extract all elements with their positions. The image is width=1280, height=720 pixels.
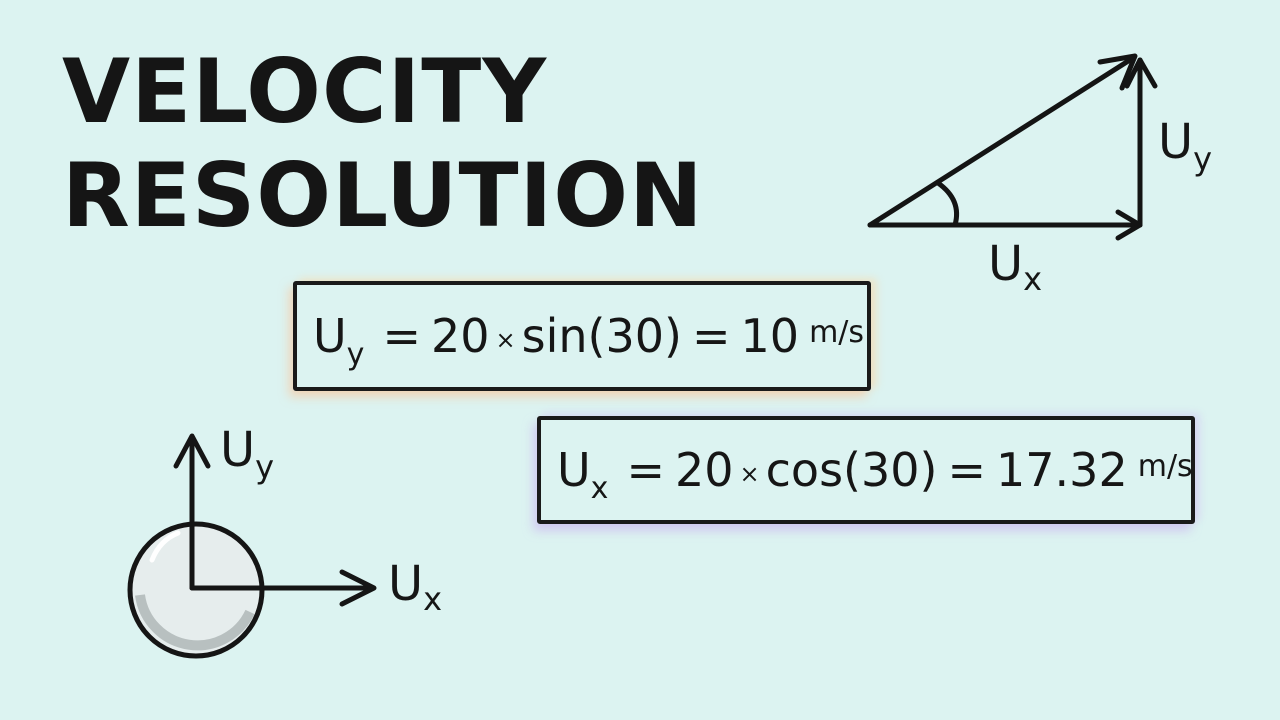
- eq-coefficient: 20: [674, 443, 734, 497]
- eq-equals-2: =: [691, 309, 731, 363]
- ux-arrowhead: [339, 569, 377, 607]
- ball-highlight: [149, 530, 181, 563]
- hypotenuse-arrowhead: [1097, 53, 1138, 91]
- eq-times: ×: [739, 460, 760, 488]
- ball-uy-label: Uy: [220, 422, 274, 486]
- eq-subscript: y: [346, 337, 365, 372]
- eq-symbol: U: [313, 309, 347, 363]
- eq-result: 10: [740, 309, 800, 363]
- ball-shading: [135, 594, 255, 651]
- eq-unit: m/s: [1137, 449, 1193, 484]
- uy-arrowhead: [173, 433, 211, 469]
- triangle-uy-label: Uy: [1158, 114, 1212, 178]
- triangle-ux-label: Ux: [988, 236, 1042, 298]
- ball-ux-label: Ux: [388, 556, 442, 618]
- eq-subscript: x: [590, 471, 609, 506]
- eq-equals: =: [382, 309, 421, 363]
- eq-equals-2: =: [947, 443, 987, 497]
- eq-result: 17.32: [996, 443, 1128, 497]
- eq-unit: m/s: [809, 315, 865, 350]
- eq-symbol: U: [557, 443, 591, 497]
- velocity-triangle: [867, 53, 1158, 241]
- title-line-1: VELOCITY: [62, 40, 548, 143]
- triangle-hypotenuse: [867, 55, 1136, 228]
- vertical-arrowhead: [1124, 57, 1158, 89]
- eq-coefficient: 20: [430, 309, 490, 363]
- eq-times: ×: [495, 326, 516, 354]
- title-line-2: RESOLUTION: [62, 144, 704, 247]
- ball-diagram: [127, 433, 377, 659]
- angle-arc: [935, 180, 960, 228]
- eq-function: cos(30): [765, 443, 938, 497]
- eq-function: sin(30): [521, 309, 682, 363]
- eq-equals: =: [626, 443, 665, 497]
